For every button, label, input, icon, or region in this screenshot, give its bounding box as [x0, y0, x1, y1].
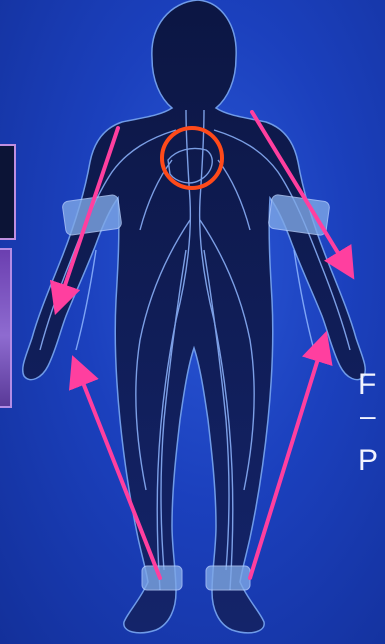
body-silhouette-icon	[23, 0, 366, 633]
side-text-line-1: F	[358, 368, 376, 402]
side-text-line-2: –	[360, 400, 376, 432]
side-text-line-3: P	[358, 444, 378, 478]
